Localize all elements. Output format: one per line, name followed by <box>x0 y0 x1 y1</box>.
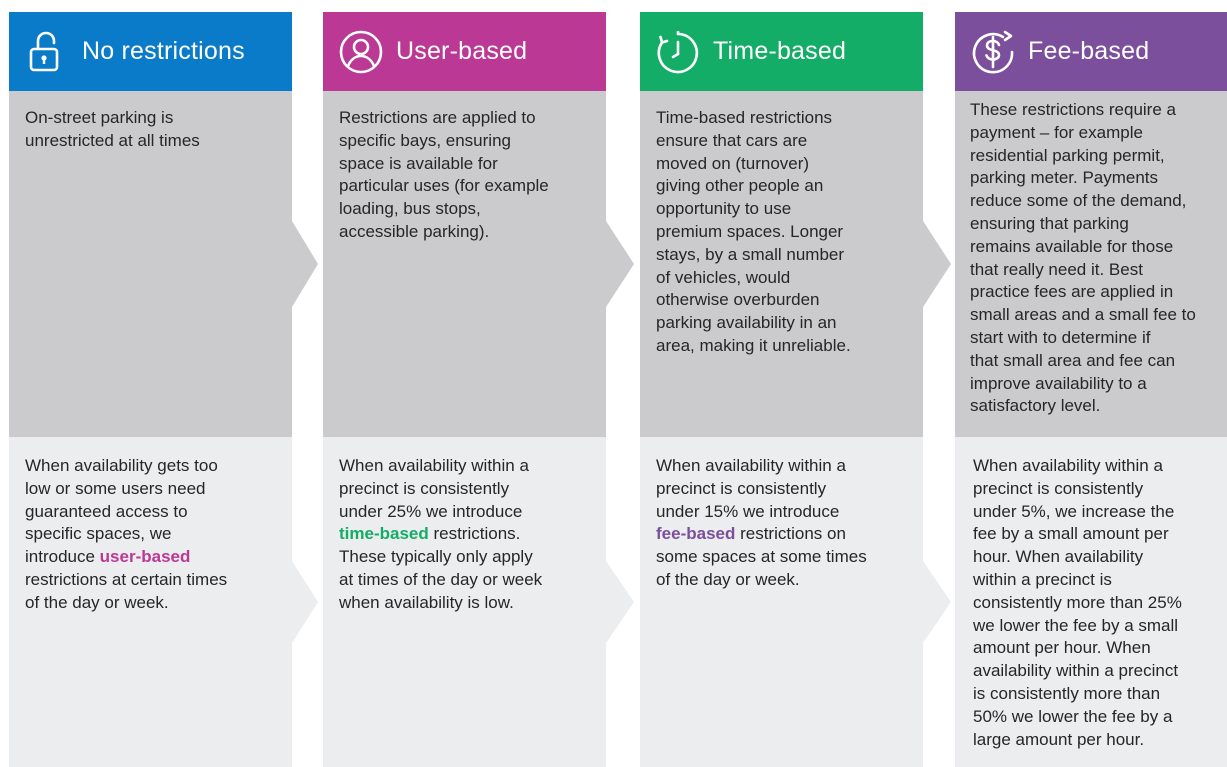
chevron-right-icon <box>923 437 951 767</box>
description-text: Restrictions are applied to specific bay… <box>339 108 549 241</box>
trigger-text-before: When availability within a precinct is c… <box>973 456 1182 749</box>
trigger-text: When availability within a precinct is c… <box>323 437 606 615</box>
description-text: On-street parking is unrestricted at all… <box>25 108 200 150</box>
chevron-right-icon <box>606 91 634 437</box>
header-time-based: Time-based <box>640 12 923 91</box>
trigger-text-before: When availability gets too low or some u… <box>25 456 218 567</box>
chevron-right-icon <box>606 437 634 767</box>
column-time-based: Time-based Time-based restrictions ensur… <box>640 12 923 767</box>
user-icon <box>337 28 385 76</box>
chevron-right-icon <box>292 437 320 767</box>
column-no-restrictions: No restrictions On-street parking is unr… <box>9 12 292 767</box>
description-panel: These restrictions require a payment – f… <box>955 91 1227 437</box>
header-no-restrictions: No restrictions <box>9 12 292 91</box>
stopwatch-icon <box>654 28 702 76</box>
description-text: These restrictions require a payment – f… <box>970 100 1196 416</box>
description-panel: Restrictions are applied to specific bay… <box>323 91 606 437</box>
trigger-highlight-user-based: user-based <box>99 547 191 567</box>
trigger-text-after: restrictions on some spaces at some time… <box>656 524 867 589</box>
header-title: Time-based <box>713 37 847 65</box>
trigger-panel: When availability within a precinct is c… <box>955 437 1227 767</box>
trigger-text: When availability gets too low or some u… <box>9 437 292 615</box>
trigger-text-before: When availability within a precinct is c… <box>339 456 529 521</box>
column-user-based: User-based Restrictions are applied to s… <box>323 12 606 767</box>
trigger-highlight-fee-based: fee-based <box>656 524 736 544</box>
trigger-text-after: restrictions. These typically only apply… <box>339 524 543 612</box>
description-panel: On-street parking is unrestricted at all… <box>9 91 292 437</box>
trigger-highlight-time-based: time-based <box>339 524 429 544</box>
header-title: User-based <box>396 37 528 65</box>
dollar-cycle-icon <box>969 28 1017 76</box>
chevron-right-icon <box>923 91 951 437</box>
header-user-based: User-based <box>323 12 606 91</box>
trigger-text-before: When availability within a precinct is c… <box>656 456 846 521</box>
trigger-text: When availability within a precinct is c… <box>640 437 923 592</box>
description-panel: Time-based restrictions ensure that cars… <box>640 91 923 437</box>
description-text: Time-based restrictions ensure that cars… <box>656 108 851 355</box>
trigger-panel: When availability within a precinct is c… <box>640 437 923 767</box>
column-fee-based: Fee-based These restrictions require a p… <box>955 12 1227 767</box>
trigger-text: When availability within a precinct is c… <box>955 437 1227 751</box>
header-title: Fee-based <box>1028 37 1150 65</box>
trigger-text-after: restrictions at certain times of the day… <box>25 569 228 612</box>
trigger-panel: When availability within a precinct is c… <box>323 437 606 767</box>
header-title: No restrictions <box>82 37 245 65</box>
header-fee-based: Fee-based <box>955 12 1227 91</box>
trigger-panel: When availability gets too low or some u… <box>9 437 292 767</box>
padlock-open-icon <box>23 28 71 76</box>
chevron-right-icon <box>292 91 320 437</box>
